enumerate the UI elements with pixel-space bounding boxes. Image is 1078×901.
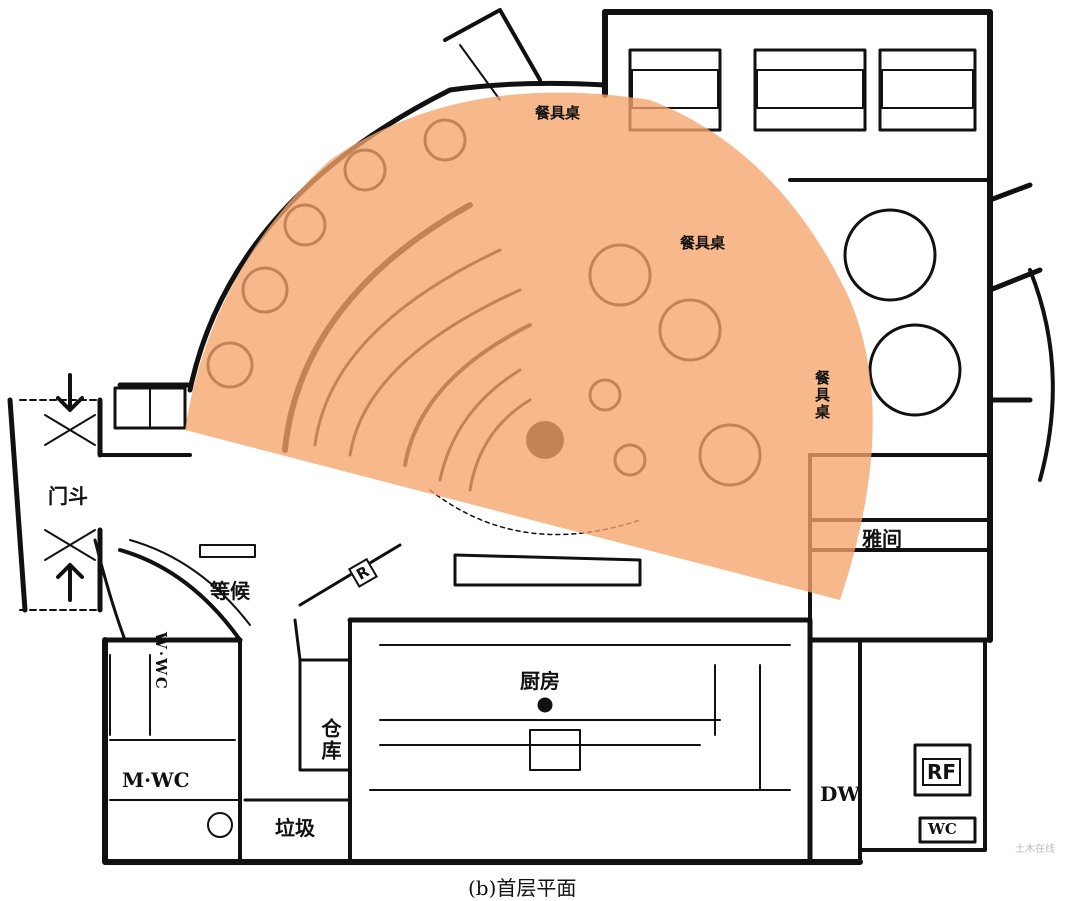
label-wc-men: M·WC: [122, 768, 190, 792]
watermark-logo: 土木在线: [1015, 844, 1055, 855]
highlighted-seating-zone: [185, 92, 873, 600]
label-vestibule: 门斗: [48, 484, 88, 508]
label-wc-staff: WC: [928, 820, 957, 838]
label-private-room: 雅间: [862, 527, 902, 551]
label-tableware-1: 餐具桌: [535, 104, 581, 122]
outer-wall: [602, 9, 993, 643]
label-dishwasher: DW: [820, 782, 860, 806]
label-tableware-2: 餐具桌: [680, 234, 726, 252]
label-tableware-3: 餐具桌: [813, 370, 831, 421]
figure-caption: (b)首层平面: [468, 876, 577, 900]
label-garbage: 垃圾: [275, 816, 315, 840]
label-storage: 仓库: [318, 718, 342, 762]
label-waiting: 等候: [210, 579, 250, 603]
label-kitchen: 厨房: [520, 669, 560, 693]
label-refrigerator: RF: [922, 758, 962, 786]
label-wc-women: W·WC: [152, 632, 170, 691]
